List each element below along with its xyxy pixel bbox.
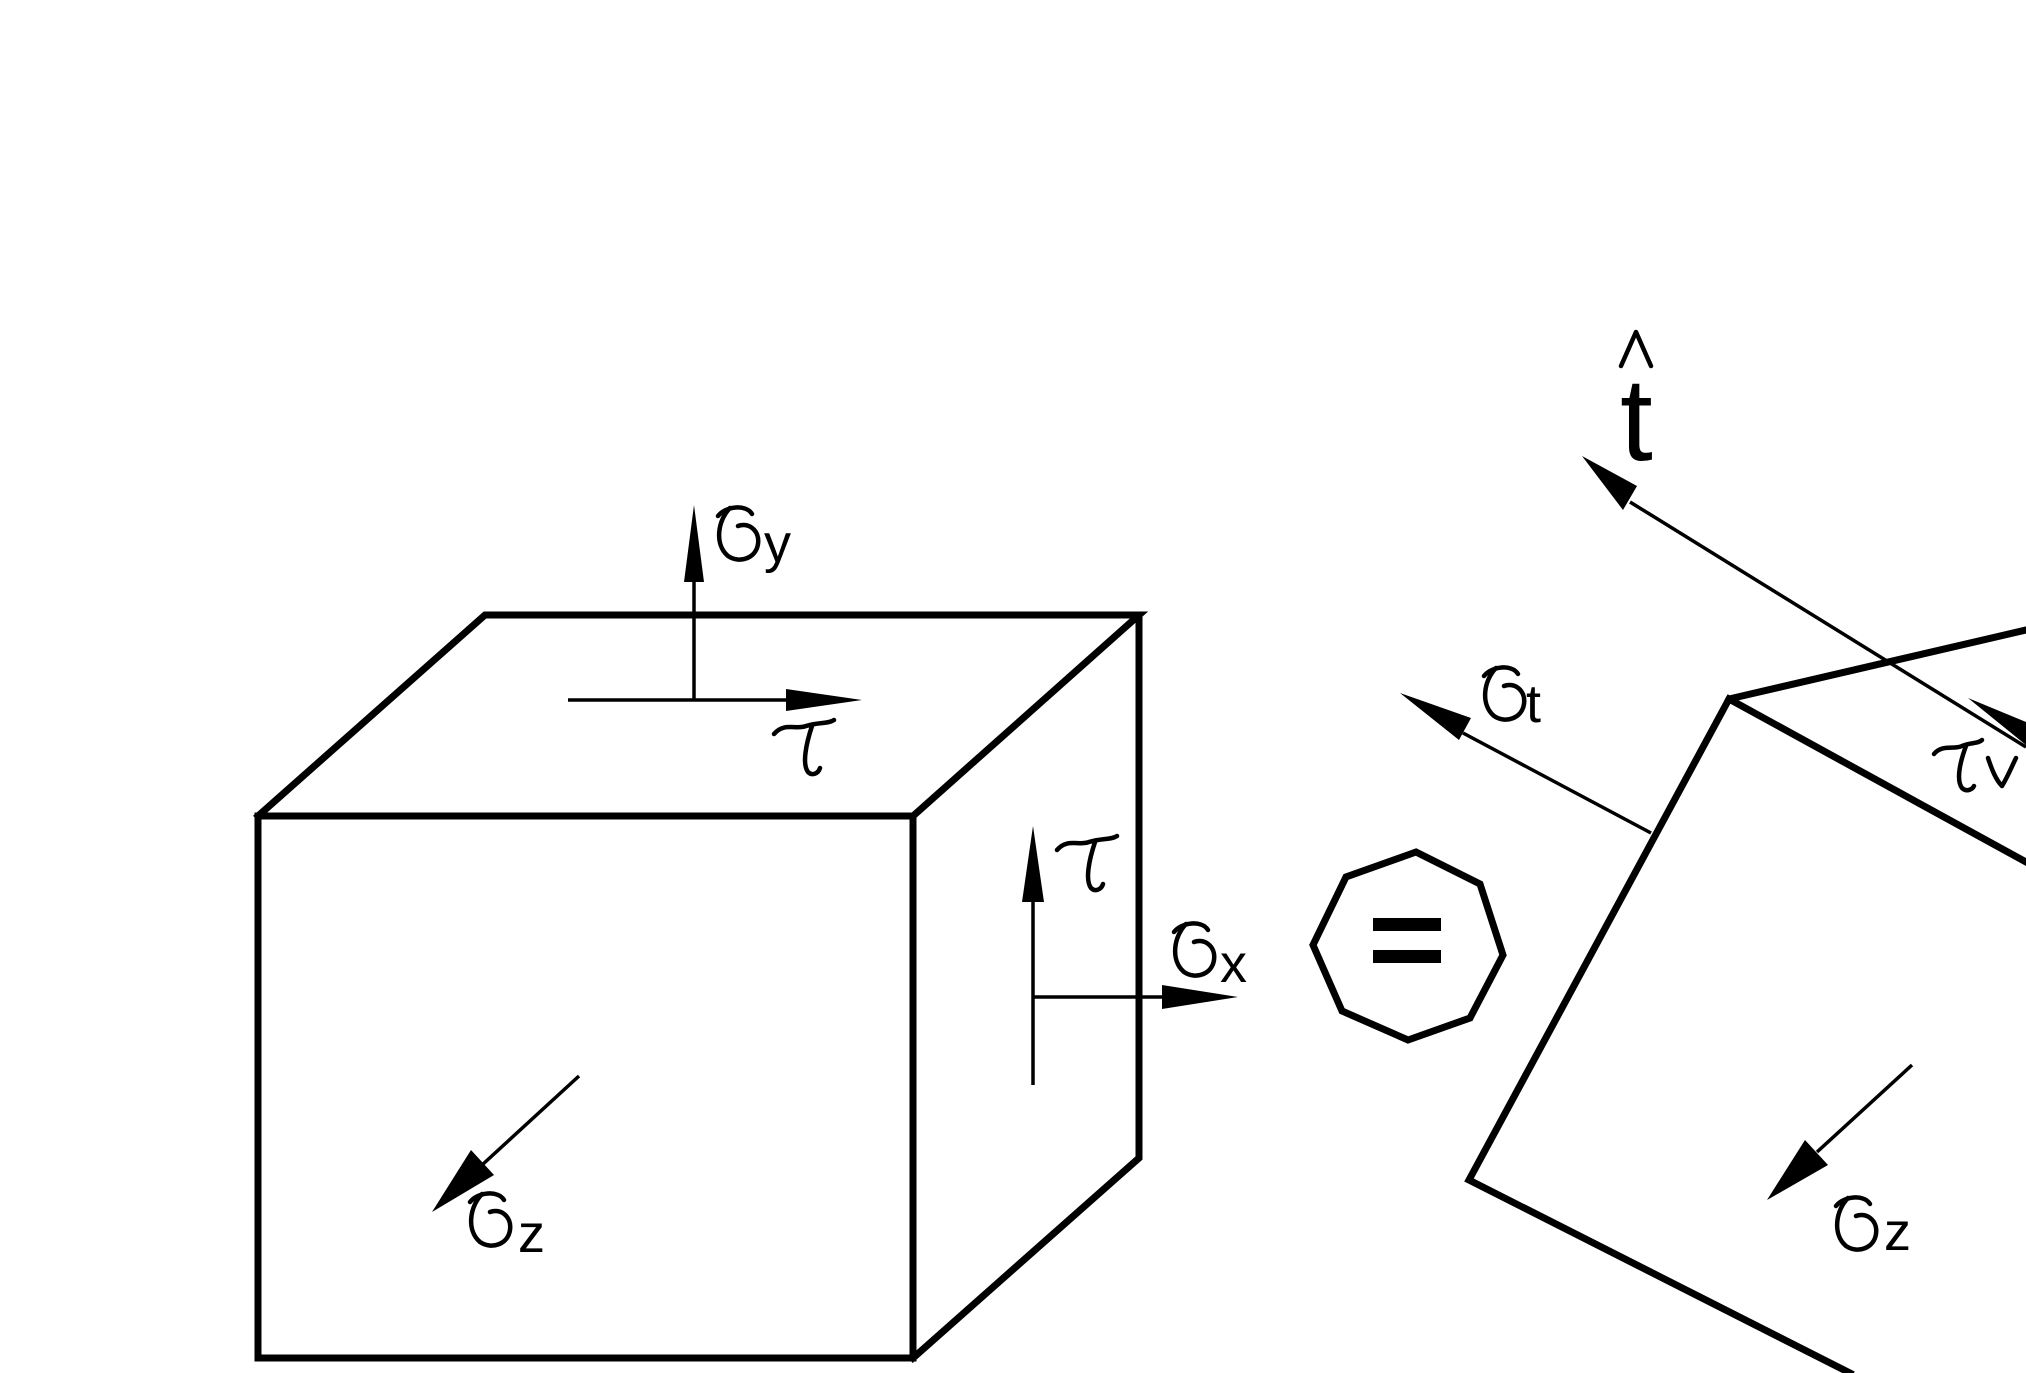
- rotated-element-outline: [1464, 626, 2026, 1373]
- tau-side-glyph: [1054, 833, 1120, 893]
- equivalence-octagon: [1309, 848, 1507, 1044]
- sigma-z-arrow-left: [432, 1074, 581, 1212]
- label-sigma-x: x: [1171, 921, 1247, 994]
- sigma-t-glyph: [1481, 665, 1527, 722]
- cube-top-face: [253, 611, 1149, 821]
- label-sigma-z-right: z: [1833, 1195, 1911, 1262]
- label-tau-side: [1054, 833, 1120, 893]
- sigma-x-subscript: x: [1220, 934, 1247, 994]
- tau-v-subscript-glyph: [1985, 755, 2019, 789]
- equivalence-sign[interactable]: [1309, 848, 1507, 1044]
- cube-right-face: [908, 611, 1143, 1363]
- sigma-z-right-glyph: [1833, 1195, 1879, 1252]
- sigma-z-left-glyph: [467, 1191, 513, 1248]
- rotated-element-inner-edge: [1724, 694, 2026, 866]
- label-sigma-z-left: z: [467, 1191, 545, 1264]
- t-axis-arrow: [1582, 456, 2026, 749]
- left-stress-cube: [253, 611, 1149, 1363]
- tau-v-glyph: [1931, 737, 1985, 793]
- sigma-x-glyph: [1171, 921, 1217, 978]
- sigma-t-subscript: t: [1526, 674, 1541, 734]
- t-hat-letter: t: [1620, 354, 1653, 486]
- sigma-x-arrow: [1033, 985, 1238, 1009]
- label-t-hat: t: [1618, 329, 1654, 486]
- label-tau-top: [771, 717, 837, 777]
- sigma-y-subscript: y: [764, 514, 791, 574]
- tau-v-arrow-head: [1968, 698, 2026, 745]
- tau-top-glyph: [771, 717, 837, 777]
- sigma-z-arrow-right: [1767, 1063, 1914, 1200]
- sigma-z-right-subscript: z: [1884, 1202, 1911, 1262]
- cube-front-face: [254, 812, 917, 1362]
- label-sigma-t: t: [1481, 665, 1541, 734]
- sigma-z-left-subscript: z: [518, 1204, 545, 1264]
- sigma-y-glyph: [715, 505, 761, 562]
- equals-bar-bottom: [1373, 950, 1441, 963]
- equals-bar-top: [1373, 918, 1441, 931]
- sigma-t-arrow: [1400, 693, 1652, 835]
- tau-top-arrow: [568, 689, 862, 711]
- sigma-y-arrow: [684, 505, 704, 700]
- label-tau-v: [1931, 737, 2019, 793]
- t-hat-caret: [1618, 329, 1654, 369]
- label-sigma-y: y: [715, 505, 791, 574]
- tau-side-arrow: [1022, 826, 1044, 1085]
- right-rotated-element: [1464, 626, 2026, 1373]
